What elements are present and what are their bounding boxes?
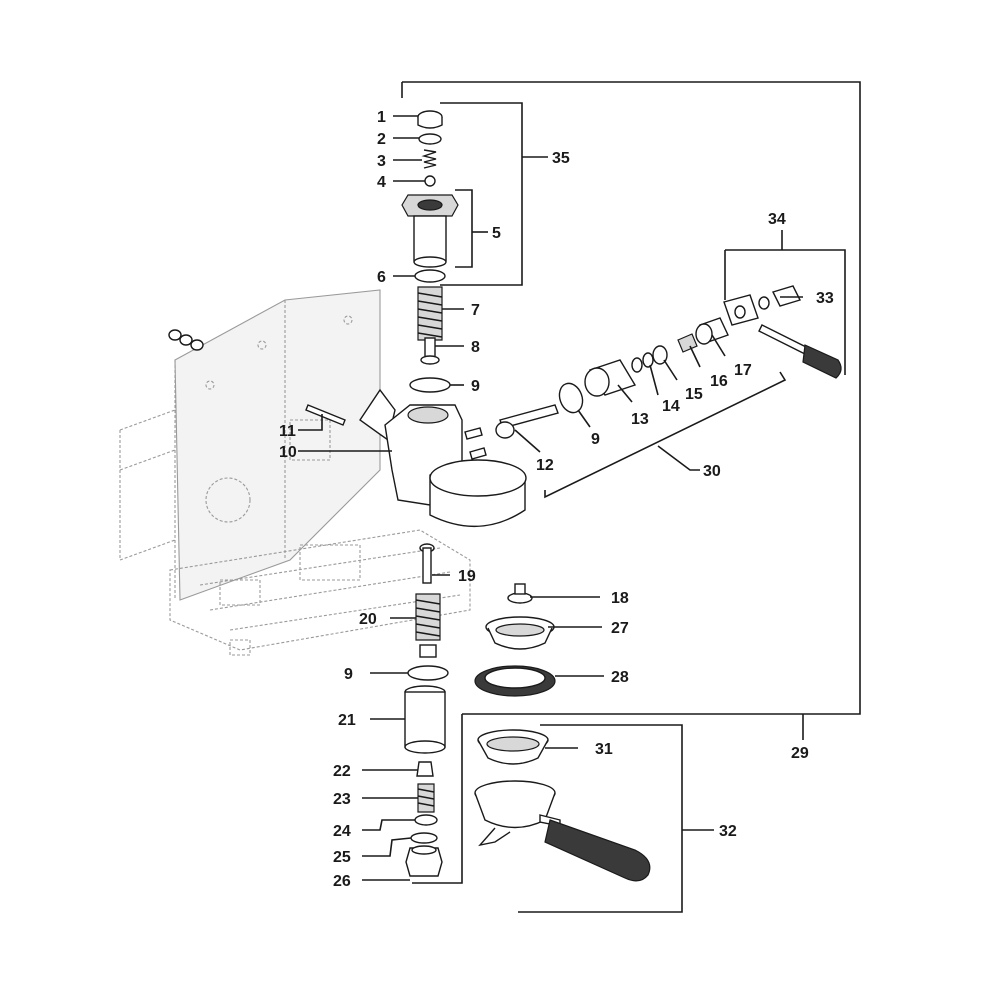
callout-32: 32 xyxy=(719,823,737,840)
callout-19: 19 xyxy=(458,568,476,585)
callout-33: 33 xyxy=(816,290,834,307)
callout-35: 35 xyxy=(552,150,570,167)
callout-3: 3 xyxy=(377,153,386,170)
callout-24: 24 xyxy=(333,823,351,840)
callout-17: 17 xyxy=(734,362,752,379)
callout-20: 20 xyxy=(359,611,377,628)
group-head xyxy=(305,404,527,528)
callout-12: 12 xyxy=(536,457,554,474)
machine-frame-ghost xyxy=(119,289,471,656)
callout-10: 10 xyxy=(279,444,297,461)
callout-34: 34 xyxy=(768,211,786,228)
callout-30: 30 xyxy=(703,463,721,480)
callout-11: 11 xyxy=(279,423,296,440)
callout-26: 26 xyxy=(333,873,351,890)
callout-15: 15 xyxy=(685,386,703,403)
callout-9-lower: 9 xyxy=(344,666,353,683)
callout-8: 8 xyxy=(471,339,480,356)
callout-9-middle: 9 xyxy=(591,431,600,448)
callout-16: 16 xyxy=(710,373,728,390)
callout-23: 23 xyxy=(333,791,351,808)
callout-9-upper: 9 xyxy=(471,378,480,395)
callout-1: 1 xyxy=(377,109,386,126)
callout-5: 5 xyxy=(492,225,501,242)
portafilter xyxy=(474,729,651,882)
callout-4: 4 xyxy=(377,174,386,191)
callout-25: 25 xyxy=(333,849,351,866)
callout-2: 2 xyxy=(377,131,386,148)
leader-lines xyxy=(298,81,861,913)
callout-7: 7 xyxy=(471,302,480,319)
callout-29: 29 xyxy=(791,745,809,762)
horizontal-valve-assembly xyxy=(495,317,729,439)
shower-and-gasket xyxy=(474,583,556,697)
callout-21: 21 xyxy=(338,712,356,729)
knob-assembly xyxy=(723,285,842,379)
callout-28: 28 xyxy=(611,669,629,686)
callout-6: 6 xyxy=(377,269,386,286)
valve-stack-lower xyxy=(404,543,449,877)
frame-washers xyxy=(168,329,204,351)
callout-14: 14 xyxy=(662,398,680,415)
callout-18: 18 xyxy=(611,590,629,607)
valve-stack-upper xyxy=(401,110,459,393)
callout-labels: 1 2 3 4 35 5 6 7 8 9 11 10 34 33 17 16 1… xyxy=(279,109,834,890)
callout-31: 31 xyxy=(595,741,613,758)
callout-22: 22 xyxy=(333,763,351,780)
callout-13: 13 xyxy=(631,411,649,428)
callout-27: 27 xyxy=(611,620,629,637)
